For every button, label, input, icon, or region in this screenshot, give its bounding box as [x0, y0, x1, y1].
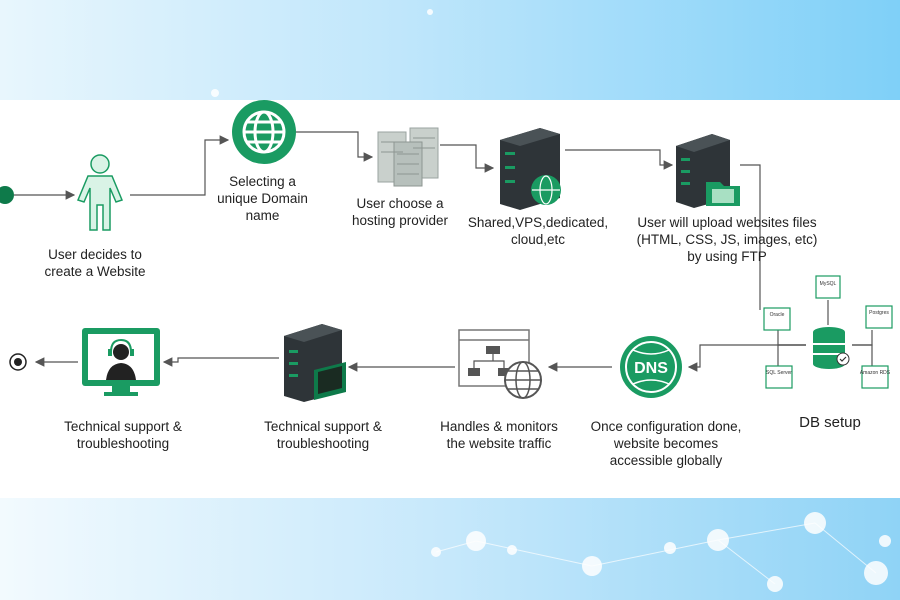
label-monitor: Handles & monitors the website traffic [426, 418, 572, 452]
db-branch-oracle [777, 330, 806, 346]
start-node [0, 186, 14, 204]
top-background [0, 0, 900, 100]
label-support-server-text: Technical support & troubleshooting [264, 419, 382, 451]
label-support-final-text: Technical support & troubleshooting [64, 419, 182, 451]
postgres-label: Postgres [869, 310, 889, 316]
sqlserver-label: SQL Server [766, 370, 792, 376]
label-upload: User will upload websites files (HTML, C… [620, 214, 834, 265]
dns-icon-text: DNS [634, 360, 668, 377]
dns-icon: DNS [620, 336, 682, 398]
bottom-background [0, 498, 900, 600]
label-support-final: Technical support & troubleshooting [50, 418, 196, 452]
support-server-icon [284, 324, 346, 402]
label-upload-text: User will upload websites files (HTML, C… [636, 215, 818, 264]
traffic-monitor-icon [458, 329, 542, 399]
database-icon [813, 327, 850, 369]
label-hosting: User choose a hosting provider [340, 195, 460, 229]
label-hosting-text: User choose a hosting provider [351, 196, 449, 228]
person-icon [76, 154, 124, 231]
label-db-setup: DB setup [780, 414, 880, 431]
label-plans: Shared,VPS,dedicated, cloud,etc [458, 214, 618, 248]
arrow-server-to-support [162, 357, 279, 367]
label-domain-text: Selecting a unique Domain name [217, 174, 308, 223]
globe-icon [232, 100, 296, 164]
label-monitor-text: Handles & monitors the website traffic [440, 419, 558, 451]
label-user-decides: User decides to create a Website [30, 246, 160, 280]
db-branch-postgres [852, 330, 873, 346]
diagram-panel [0, 100, 900, 498]
mysql-label: MySQL [820, 281, 837, 287]
arrow-hosting-to-plans [440, 144, 495, 173]
arrow-user-to-domain [130, 135, 230, 196]
arrow-plans-to-upload [565, 149, 674, 170]
network-decoration [211, 9, 891, 592]
oracle-db-icon [763, 307, 791, 331]
db-branch-dynamo [852, 344, 873, 368]
db-mini-icons [763, 275, 893, 389]
hosting-servers-icon [377, 127, 439, 187]
dynamo-db-icon [861, 365, 889, 389]
arrow-domain-to-hosting [296, 131, 374, 162]
network-lines [435, 522, 877, 585]
end-node [9, 353, 27, 371]
sqlserver-db-icon [765, 365, 793, 389]
postgres-db-icon [865, 305, 893, 329]
label-dns: Once configuration done, website becomes… [576, 418, 756, 469]
label-db-setup-text: DB setup [799, 414, 861, 431]
line-upload-to-db [740, 164, 761, 310]
label-plans-text: Shared,VPS,dedicated, cloud,etc [467, 215, 609, 247]
label-dns-text: Once configuration done, website becomes… [590, 419, 742, 468]
folder-icon [706, 182, 740, 206]
label-support-server: Technical support & troubleshooting [250, 418, 396, 452]
server-globe-icon [500, 128, 561, 210]
oracle-label: Oracle [770, 312, 785, 318]
support-agent-icon [82, 328, 160, 396]
arrow-db-to-dns [687, 344, 806, 372]
label-user-decides-text: User decides to create a Website [44, 247, 146, 279]
label-domain: Selecting a unique Domain name [200, 173, 325, 224]
dynamo-label: Amazon RDS [860, 370, 891, 376]
db-branch-sqlserver [777, 344, 806, 375]
connectors [14, 131, 873, 375]
mysql-db-icon [815, 275, 841, 299]
